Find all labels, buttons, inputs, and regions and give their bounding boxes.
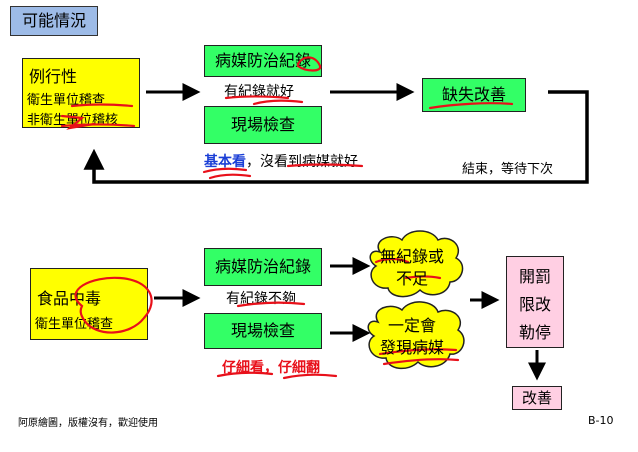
penalty-suspend-label: 勒停 bbox=[519, 323, 552, 342]
pest-control-record-box-2: 病媒防治紀錄 bbox=[204, 248, 322, 286]
health-unit-inspection-label: 衛生單位稽查 bbox=[27, 93, 106, 108]
page-number: B-10 bbox=[588, 414, 614, 427]
basic-check-rest: ，沒看到病媒就好 bbox=[246, 154, 358, 170]
food-poisoning-box: 食品中毒 衛生單位稽查 bbox=[30, 268, 148, 340]
careful-check-note: 仔細看，仔細翻 bbox=[222, 360, 320, 376]
cloud-no-record-text: 無紀錄或 不足 bbox=[367, 246, 457, 290]
footer-credit: 阿原繪圖，版權沒有，歡迎使用 bbox=[18, 418, 158, 429]
cloud2-line2: 發現病媒 bbox=[379, 338, 444, 357]
improve-box: 改善 bbox=[512, 386, 562, 410]
pest-control-record-box: 病媒防治紀錄 bbox=[204, 45, 322, 77]
cloud1-line2: 不足 bbox=[395, 269, 428, 288]
routine-inspection-box: 例行性 衛生單位稽查 非衛生單位稽核 bbox=[22, 58, 140, 128]
non-health-unit-audit-label: 非衛生單位稽核 bbox=[27, 113, 119, 128]
record-note: 有紀錄就好 bbox=[224, 84, 294, 100]
record-note-2: 有紀錄不夠 bbox=[226, 291, 296, 307]
penalty-fine-label: 開罰 bbox=[519, 267, 552, 286]
page-title: 可能情況 bbox=[10, 6, 98, 36]
health-unit-inspection-label-2: 衛生單位稽查 bbox=[35, 317, 114, 332]
site-inspection-box: 現場檢查 bbox=[204, 106, 322, 144]
site-inspection-box-2: 現場檢查 bbox=[204, 313, 322, 349]
basic-check-bold: 基本看 bbox=[204, 154, 246, 170]
deficiency-improvement-box: 缺失改善 bbox=[422, 78, 526, 112]
penalty-limit-label: 限改 bbox=[519, 295, 552, 314]
routine-label: 例行性 bbox=[29, 67, 78, 86]
cloud1-line1: 無紀錄或 bbox=[379, 247, 444, 266]
end-note: 結束，等待下次 bbox=[462, 162, 554, 177]
food-poisoning-label: 食品中毒 bbox=[37, 289, 102, 308]
basic-check-note: 基本看，沒看到病媒就好 bbox=[204, 151, 358, 171]
penalty-box: 開罰 限改 勒停 bbox=[506, 256, 564, 348]
cloud-must-find-text: 一定會 發現病媒 bbox=[367, 315, 457, 359]
cloud2-line1: 一定會 bbox=[387, 316, 436, 335]
